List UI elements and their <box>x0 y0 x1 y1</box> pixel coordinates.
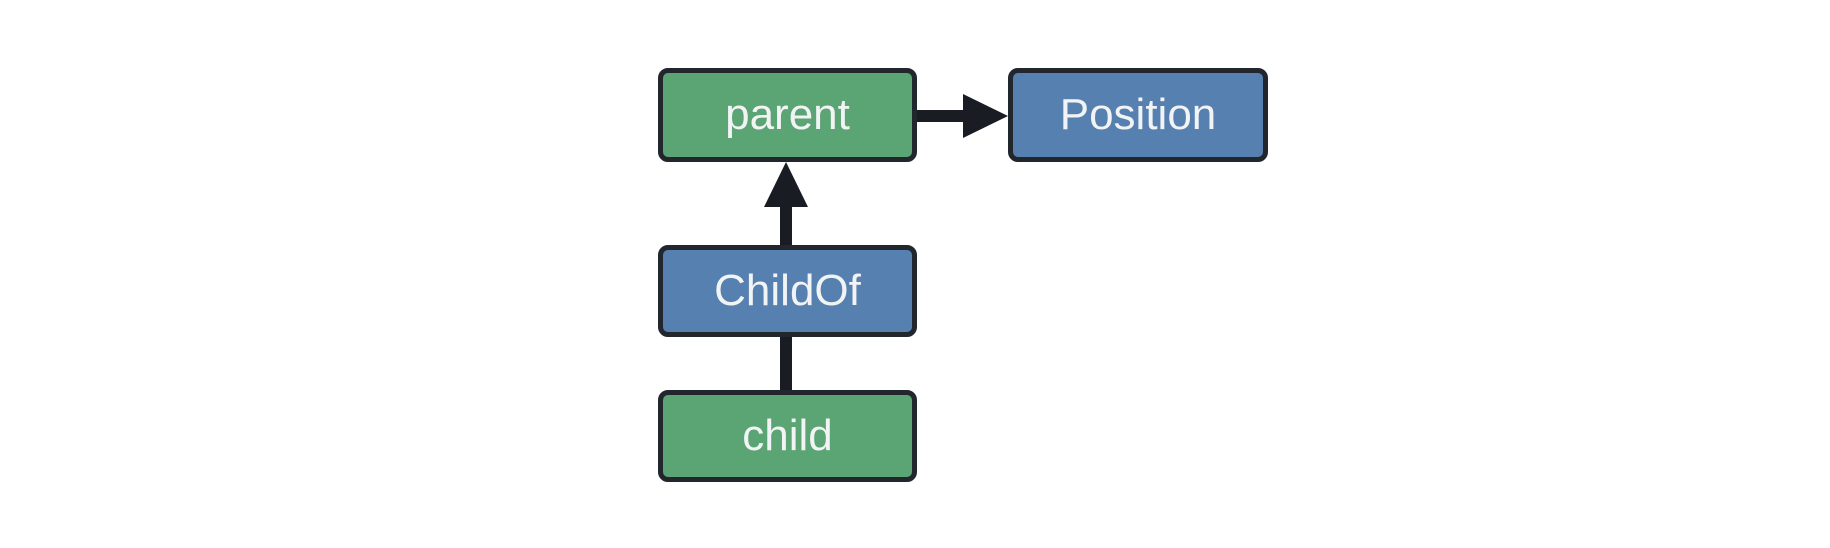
node-label: parent <box>725 90 850 139</box>
node-childof: ChildOf <box>658 245 917 337</box>
edge-child-childof-line <box>780 337 792 390</box>
node-parent: parent <box>658 68 917 162</box>
arrowhead-up-icon <box>764 162 808 207</box>
arrowhead-right-icon <box>963 94 1008 138</box>
edge-parent-position-line <box>917 110 967 122</box>
node-position: Position <box>1008 68 1268 162</box>
node-label: Position <box>1059 90 1217 139</box>
node-label: child <box>742 411 833 460</box>
edge-childof-parent-line <box>780 205 792 245</box>
node-child: child <box>658 390 917 482</box>
node-label: ChildOf <box>714 266 861 315</box>
